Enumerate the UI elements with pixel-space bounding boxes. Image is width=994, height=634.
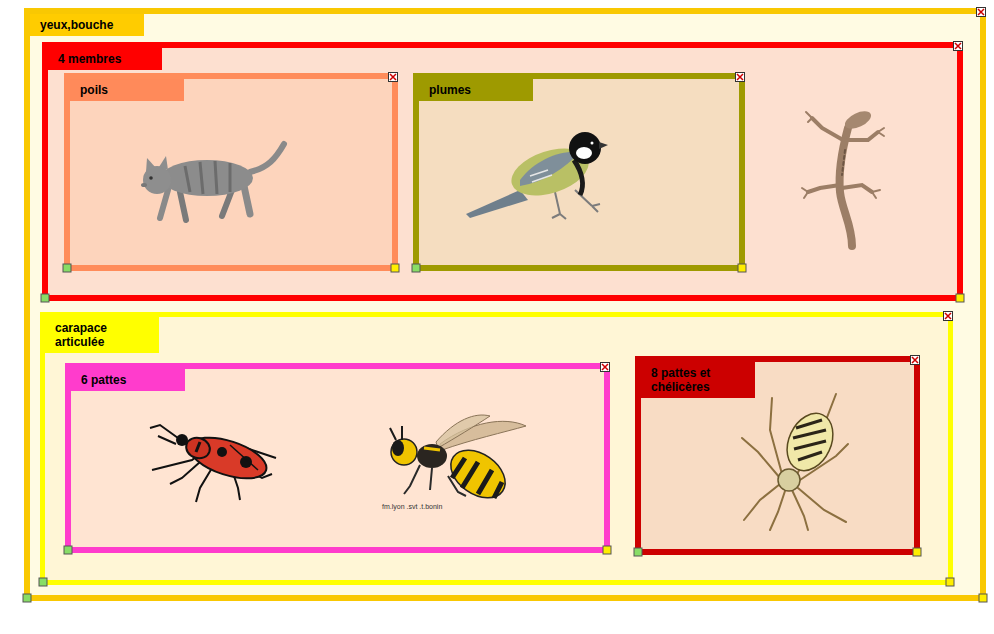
group-box: 4 membres poils plumes [42, 42, 963, 301]
group-label: carapace articulée [45, 317, 159, 353]
spider-picture [742, 394, 848, 530]
corner-handles [39, 312, 954, 587]
corner-handles [63, 73, 399, 273]
resize-handle [391, 264, 399, 272]
group-box: plumes [413, 73, 745, 271]
group-label: 6 pattes [71, 369, 185, 391]
box-fill [635, 356, 920, 555]
box-fill [413, 73, 745, 271]
close-handle [954, 42, 963, 51]
cat-picture [141, 144, 284, 220]
firebug-picture [150, 425, 276, 502]
box-fill [42, 42, 963, 301]
group-label: 8 pattes et chélicères [641, 362, 755, 398]
wasp-picture [390, 415, 526, 508]
close-cross [912, 357, 918, 363]
close-handle [389, 73, 398, 82]
close-handle [736, 73, 745, 82]
corner-handles [64, 363, 611, 555]
corner-handles [412, 73, 746, 273]
close-cross [955, 43, 961, 49]
move-handle [64, 546, 72, 554]
group-label: 4 membres [48, 48, 162, 70]
move-handle [634, 548, 642, 556]
corner-handles [634, 356, 921, 557]
move-handle [412, 264, 420, 272]
move-handle [39, 578, 47, 586]
box-fill [24, 8, 986, 601]
close-cross [737, 74, 743, 80]
close-handle [977, 8, 986, 17]
group-box: 6 pattes [65, 363, 610, 553]
group-box: 8 pattes et chélicères [635, 356, 920, 555]
resize-handle [603, 546, 611, 554]
close-cross [602, 364, 608, 370]
bird-picture [466, 132, 608, 219]
group-box: carapace articulée 6 pattes 8 pattes et ch… [40, 312, 953, 585]
close-cross [390, 74, 396, 80]
group-box: poils [64, 73, 398, 271]
box-fill [40, 312, 953, 585]
lizard-picture [802, 108, 884, 246]
resize-handle [913, 548, 921, 556]
resize-handle [946, 578, 954, 586]
corner-handles [23, 8, 987, 603]
resize-handle [956, 294, 964, 302]
move-handle [23, 594, 31, 602]
credit-watermark: fm.lyon .svt .t.bonin [382, 503, 442, 510]
close-handle [911, 356, 920, 365]
move-handle [63, 264, 71, 272]
move-handle [41, 294, 49, 302]
resize-handle [738, 264, 746, 272]
box-fill [64, 73, 398, 271]
group-box: yeux,bouche 4 membres poils plumes carapace … [24, 8, 986, 601]
group-label: poils [70, 79, 184, 101]
close-handle [601, 363, 610, 372]
close-handle [944, 312, 953, 321]
box-fill [65, 363, 610, 553]
corner-handles [41, 42, 964, 303]
resize-handle [979, 594, 987, 602]
close-cross [978, 9, 984, 15]
group-label: plumes [419, 79, 533, 101]
close-cross [945, 313, 951, 319]
group-label: yeux,bouche [30, 14, 144, 36]
